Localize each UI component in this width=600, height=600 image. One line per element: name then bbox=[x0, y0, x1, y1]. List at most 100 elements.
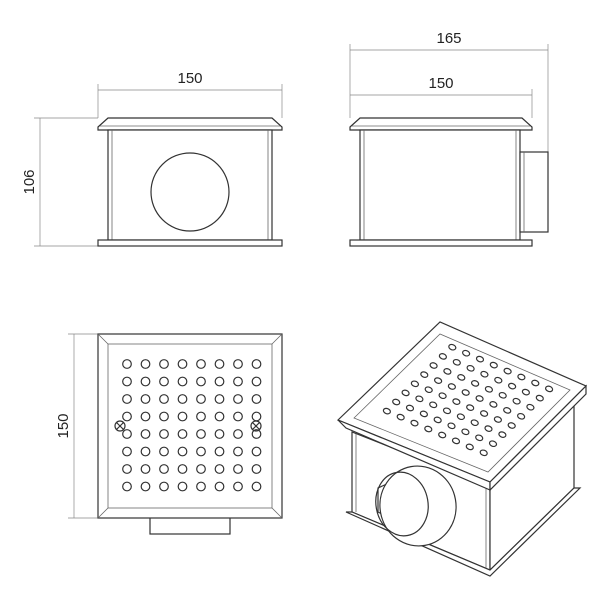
iso-grate-hole bbox=[498, 391, 507, 399]
iso-grate-hole bbox=[410, 380, 419, 388]
iso-grate-hole bbox=[461, 428, 470, 436]
grate-hole bbox=[233, 359, 243, 369]
top-view: 150 bbox=[55, 333, 283, 535]
iso-grate-hole bbox=[470, 419, 479, 427]
screw-icon bbox=[114, 420, 126, 432]
front-width-label: 150 bbox=[177, 70, 202, 87]
grate-hole bbox=[251, 359, 262, 369]
front-height-label: 106 bbox=[21, 169, 38, 194]
iso-grate-hole bbox=[466, 404, 475, 411]
grate-hole bbox=[196, 464, 206, 474]
grate-hole bbox=[233, 481, 243, 492]
grate-hole bbox=[233, 394, 243, 404]
grate-hole bbox=[140, 446, 151, 457]
grate-hole bbox=[159, 464, 169, 474]
iso-grate-hole bbox=[452, 358, 461, 366]
iso-grate-hole bbox=[457, 374, 466, 381]
iso-grate-hole bbox=[419, 410, 428, 418]
grate-hole bbox=[251, 464, 262, 474]
iso-grate-hole bbox=[526, 403, 535, 411]
iso-grate-hole bbox=[480, 410, 489, 417]
iso-outlet-pipe bbox=[375, 465, 457, 547]
iso-grate-hole bbox=[382, 407, 391, 415]
grate-hole bbox=[196, 359, 206, 369]
grate-hole bbox=[214, 446, 225, 457]
grate-hole bbox=[196, 481, 206, 492]
iso-grate-hole bbox=[452, 398, 461, 405]
grate-hole bbox=[214, 376, 225, 387]
grate-hole bbox=[122, 446, 132, 457]
grate-hole bbox=[122, 376, 132, 387]
iso-grate-hole bbox=[517, 373, 526, 381]
grate-hole bbox=[140, 464, 151, 474]
grate-hole bbox=[177, 464, 188, 474]
grate-hole bbox=[214, 464, 225, 474]
grate-hole bbox=[196, 411, 206, 422]
grate-hole bbox=[159, 359, 169, 369]
iso-grate-hole bbox=[471, 380, 480, 387]
grate-hole bbox=[140, 411, 151, 422]
grate-hole bbox=[251, 394, 262, 404]
iso-grate-hole bbox=[494, 376, 503, 384]
iso-grate-hole bbox=[488, 440, 498, 448]
grate-hole bbox=[140, 481, 151, 492]
grate-hole bbox=[196, 446, 206, 457]
isometric-view bbox=[336, 321, 588, 577]
iso-grate-hole bbox=[489, 401, 498, 408]
iso-grate-hole bbox=[498, 431, 507, 438]
grate-hole bbox=[159, 446, 169, 457]
iso-grate-hole bbox=[447, 422, 456, 430]
iso-grate-hole bbox=[424, 386, 433, 394]
grate-hole bbox=[251, 481, 262, 492]
iso-grate-hole bbox=[484, 385, 493, 393]
iso-grate-hole bbox=[508, 382, 517, 390]
grate-hole bbox=[214, 429, 225, 439]
iso-grate-hole bbox=[429, 362, 438, 369]
iso-grate-hole bbox=[434, 377, 443, 384]
iso-grate-hole bbox=[475, 434, 484, 442]
iso-grate-hole bbox=[420, 371, 429, 378]
grate-hole bbox=[122, 429, 132, 439]
grate-hole bbox=[214, 359, 225, 369]
iso-grate-hole bbox=[448, 343, 457, 351]
front-view: 150 106 bbox=[21, 70, 283, 247]
grate-hole bbox=[122, 359, 132, 369]
grate-hole bbox=[233, 464, 243, 474]
iso-grate-hole bbox=[493, 416, 502, 423]
iso-grate-hole bbox=[410, 419, 419, 427]
iso-grate-hole bbox=[462, 349, 471, 357]
iso-grate-hole bbox=[429, 401, 438, 409]
grate-hole bbox=[196, 394, 206, 404]
grate-hole bbox=[233, 411, 243, 422]
iso-grate-hole bbox=[438, 392, 447, 400]
iso-grate-hole bbox=[392, 398, 401, 406]
iso-grate-holes bbox=[382, 343, 554, 457]
grate-hole bbox=[140, 394, 151, 404]
iso-grate-hole bbox=[433, 416, 442, 424]
iso-grate-hole bbox=[531, 379, 540, 387]
iso-grate-hole bbox=[489, 361, 498, 369]
side-view: 165 150 bbox=[349, 30, 549, 247]
grate-hole bbox=[214, 411, 225, 422]
iso-grate-hole bbox=[438, 353, 447, 360]
iso-grate-hole bbox=[535, 394, 544, 402]
grate-hole bbox=[140, 429, 151, 439]
grate-hole bbox=[122, 394, 132, 404]
iso-grate-hole bbox=[479, 449, 488, 457]
grate-hole bbox=[159, 411, 169, 422]
grate-hole bbox=[251, 429, 262, 439]
iso-grate-hole bbox=[517, 412, 526, 420]
iso-grate-hole bbox=[507, 422, 516, 429]
iso-grate-hole bbox=[405, 404, 415, 412]
grate-hole bbox=[251, 411, 262, 422]
iso-grate-hole bbox=[451, 437, 461, 445]
iso-grate-hole bbox=[401, 389, 410, 397]
grate-hole bbox=[196, 376, 206, 387]
grate-hole bbox=[159, 376, 169, 387]
grate-hole bbox=[122, 481, 132, 492]
iso-grate-hole bbox=[456, 413, 465, 421]
grate-hole bbox=[177, 394, 188, 404]
grate-hole bbox=[122, 464, 132, 474]
iso-grate-hole bbox=[447, 383, 456, 390]
